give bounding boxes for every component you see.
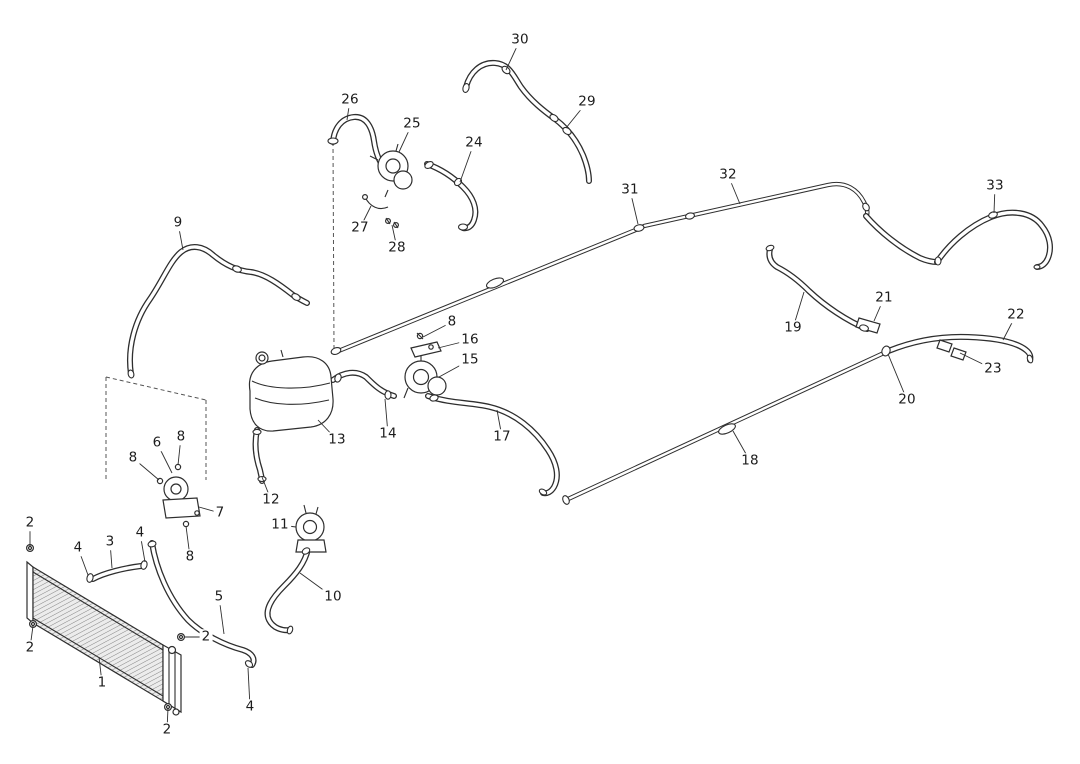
- leader-line-16: [437, 339, 471, 349]
- leader-line-14: [384, 398, 389, 435]
- bracket-16: [410, 332, 442, 358]
- leader-line-23: [959, 352, 994, 370]
- leader-line-33: [993, 185, 996, 214]
- dashed-reference-lines: [105, 141, 335, 480]
- leader-line-19: [792, 291, 805, 329]
- leader-line-8: [422, 321, 453, 338]
- expansion-tank: [248, 349, 334, 435]
- water-pump-15: [403, 355, 447, 399]
- leader-line-8: [132, 457, 160, 481]
- pump-bracket-assembly: [156, 463, 201, 528]
- leader-line-2: [166, 707, 169, 731]
- leader-line-24: [459, 142, 475, 183]
- connector-21: [855, 317, 881, 334]
- leader-line-13: [317, 419, 338, 441]
- fittings-23: [936, 339, 967, 361]
- leader-line-7: [198, 506, 221, 514]
- leader-line-4: [77, 547, 89, 576]
- leader-line-21: [873, 297, 885, 322]
- leader-line-1: [98, 656, 103, 684]
- leader-line-27: [359, 205, 372, 229]
- leader-line-22: [1002, 314, 1017, 341]
- leader-line-5: [218, 596, 225, 635]
- leader-line-26: [346, 99, 351, 121]
- water-pump-25: [369, 143, 413, 198]
- leader-line-17: [496, 409, 503, 438]
- leader-line-15: [438, 359, 471, 378]
- leader-line-25: [398, 123, 413, 153]
- leader-line-4: [139, 532, 146, 563]
- leader-line-3: [109, 541, 113, 569]
- leader-line-30: [505, 39, 521, 71]
- leader-line-11: [279, 524, 297, 528]
- leader-line-8: [185, 525, 191, 558]
- radiator-mount-grommets: [26, 543, 186, 711]
- leader-line-10: [299, 572, 334, 598]
- leader-line-18: [732, 430, 751, 462]
- hose-clamps: [86, 65, 1041, 668]
- leader-line-9: [177, 222, 184, 251]
- leader-line-8: [177, 436, 182, 466]
- leader-line-20: [887, 353, 908, 401]
- leader-line-2: [29, 625, 34, 649]
- leader-line-28: [391, 224, 398, 249]
- leader-line-12: [261, 476, 272, 501]
- leader-line-31: [629, 189, 639, 225]
- leader-line-4: [247, 667, 251, 708]
- bracket-27-bolts-28: [362, 194, 400, 229]
- leader-line-29: [565, 101, 588, 129]
- leader-line-32: [727, 174, 741, 205]
- leader-line-6: [156, 442, 173, 474]
- radiator: [26, 560, 182, 716]
